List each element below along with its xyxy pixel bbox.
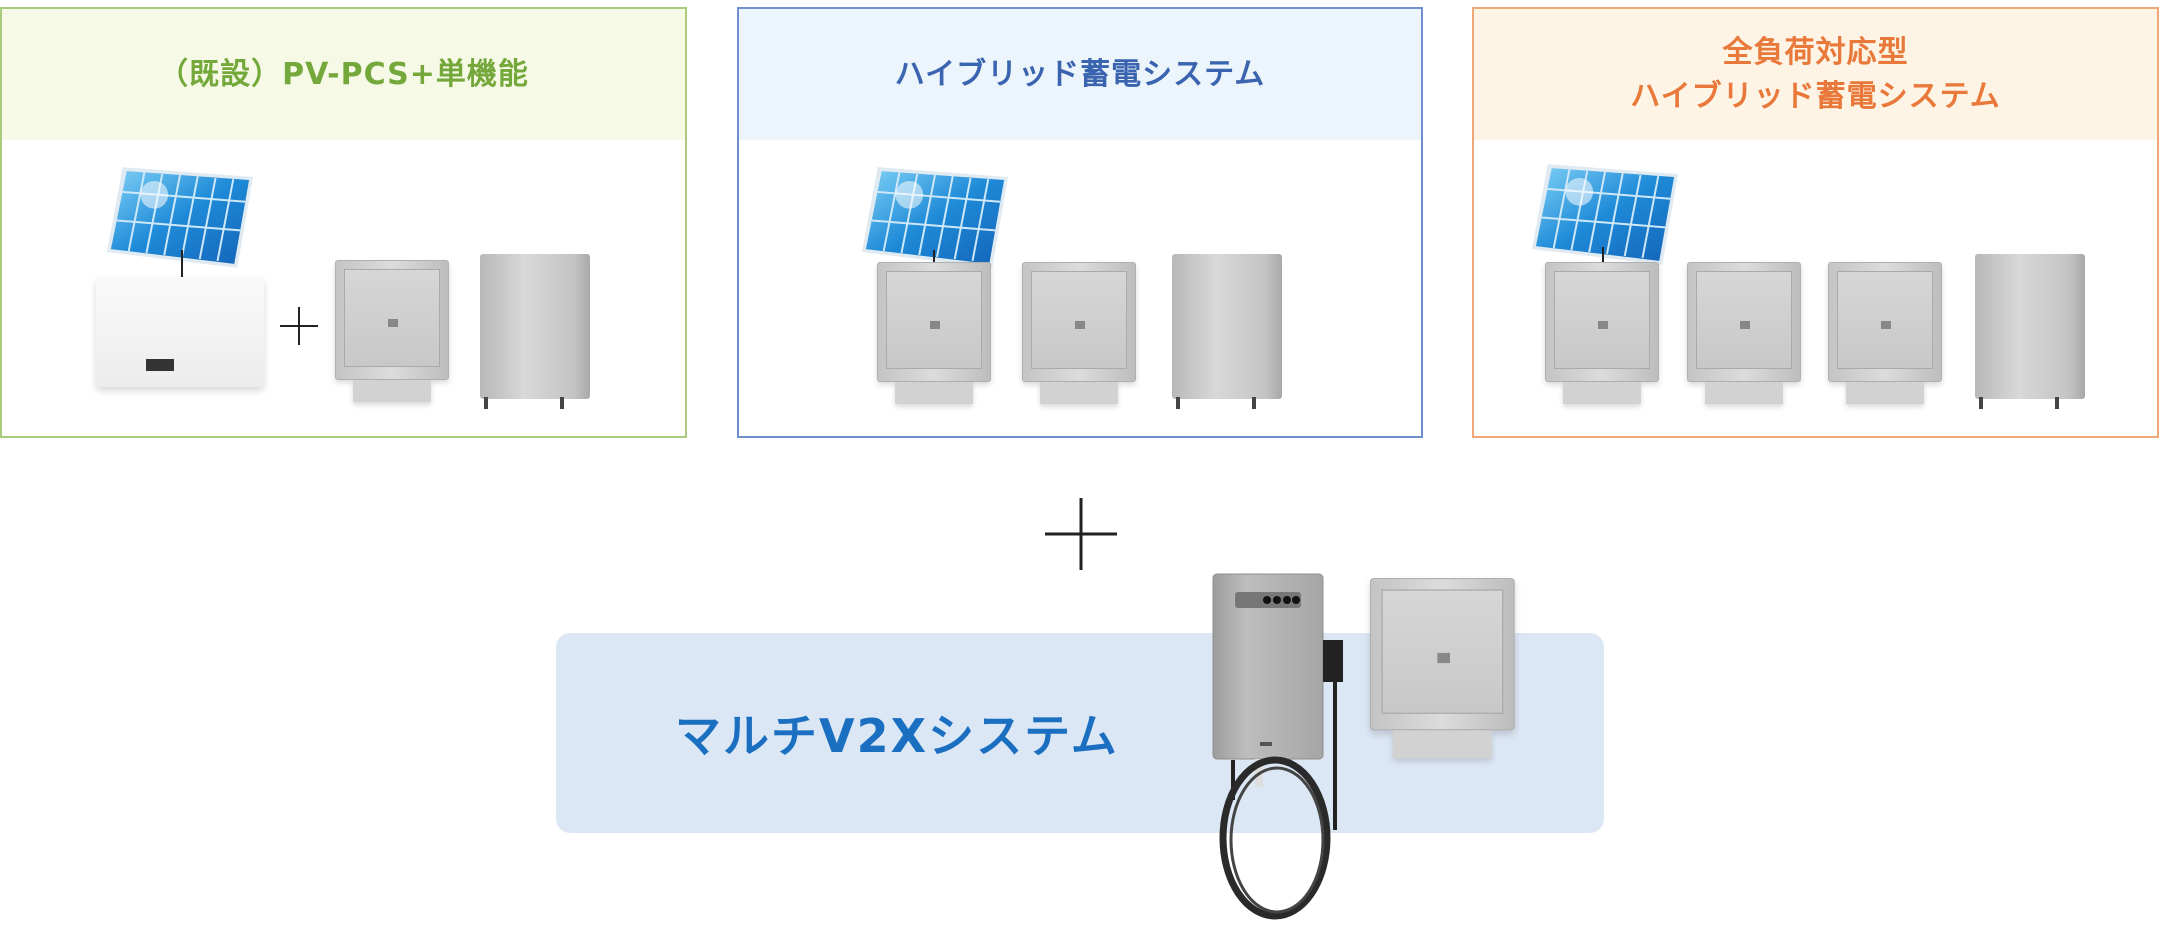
storage-battery-icon — [1687, 262, 1801, 404]
storage-battery-icon — [1370, 578, 1515, 759]
storage-battery-icon — [1022, 262, 1136, 404]
plus-icon — [280, 307, 318, 345]
cable-line — [1602, 247, 1604, 262]
solar-panel-icon — [860, 166, 1010, 269]
v2x-charger-icon — [1212, 573, 1343, 920]
cable-line — [181, 250, 183, 278]
power-conditioner-icon — [96, 277, 264, 387]
solar-panel-icon — [105, 166, 255, 269]
card-title: 全負荷対応型ハイブリッド蓄電システム — [1474, 9, 2157, 140]
card-title-line: ハイブリッド蓄電システム — [1630, 78, 2001, 114]
card-title-line: （既設）PV-PCS+単機能 — [158, 56, 529, 92]
storage-battery-icon — [877, 262, 991, 404]
plus-icon — [1045, 498, 1117, 570]
hot-water-tank-icon — [1975, 254, 2085, 409]
card-title-line: 全負荷対応型 — [1722, 34, 1909, 70]
card-title: （既設）PV-PCS+単機能 — [2, 9, 685, 140]
hot-water-tank-icon — [1172, 254, 1282, 409]
card-title: ハイブリッド蓄電システム — [739, 9, 1421, 140]
storage-battery-icon — [335, 260, 449, 402]
storage-battery-icon — [1545, 262, 1659, 404]
hot-water-tank-icon — [480, 254, 590, 409]
solar-panel-icon — [1530, 163, 1680, 266]
cable-line — [933, 250, 935, 262]
storage-battery-icon — [1828, 262, 1942, 404]
card-title-line: ハイブリッド蓄電システム — [894, 56, 1266, 92]
v2x-title: マルチV2Xシステム — [675, 709, 1119, 763]
